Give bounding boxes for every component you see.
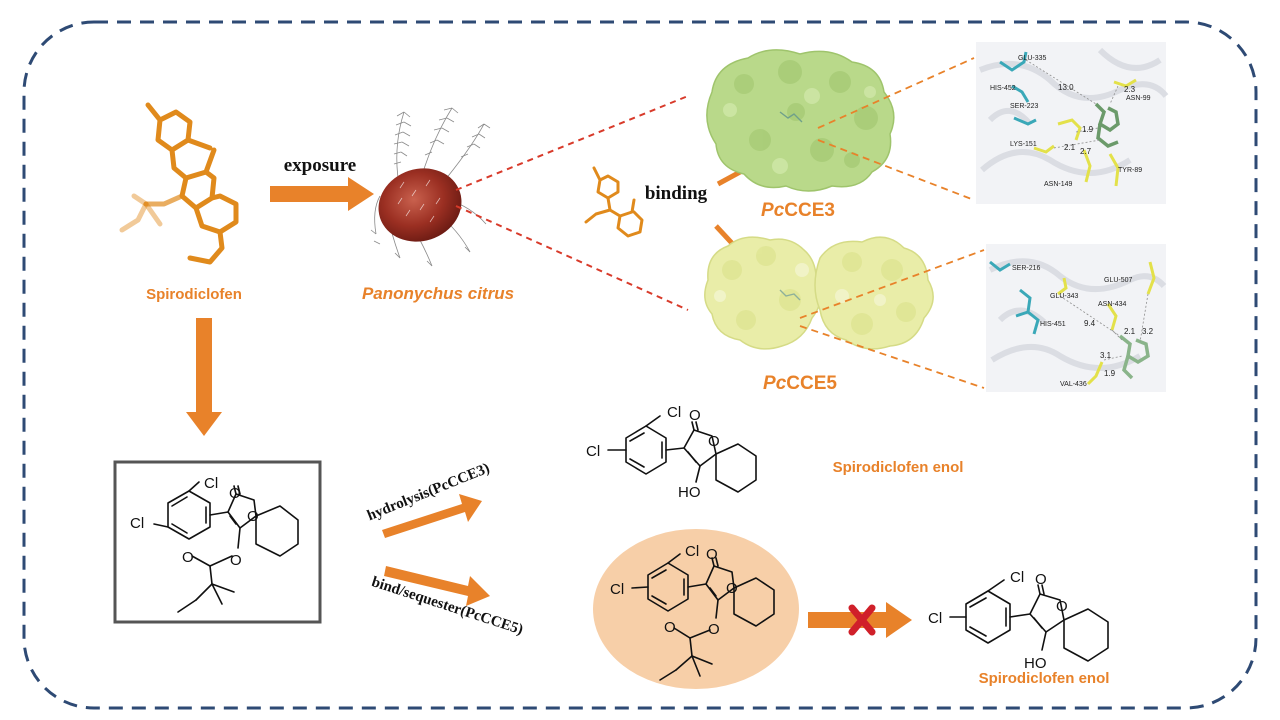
svg-text:SER-223: SER-223 [1010, 103, 1039, 110]
exposure-label: exposure [284, 155, 356, 176]
svg-text:13.0: 13.0 [1058, 83, 1074, 92]
species-label: Panonychus citrus [362, 284, 514, 303]
svg-text:ASN-149: ASN-149 [1044, 181, 1073, 188]
svg-text:LYS-151: LYS-151 [1010, 141, 1037, 148]
leader-line-mite-bottom [455, 205, 689, 311]
enol-label-top: Spirodiclofen enol [833, 459, 964, 476]
leader-cce5-top [799, 249, 985, 319]
pccce5-protein-surface [704, 236, 934, 350]
pccce3-protein-surface [706, 49, 895, 192]
enol-structure-top [607, 415, 757, 493]
hydrolysis-label: hydrolysis(PcCCE3) [365, 460, 492, 524]
svg-text:GLU-335: GLU-335 [1018, 55, 1047, 62]
svg-text:HO: HO [1024, 655, 1047, 672]
svg-text:1.9: 1.9 [1082, 125, 1094, 134]
svg-text:ASN-434: ASN-434 [1098, 301, 1127, 308]
svg-text:O: O [664, 619, 676, 636]
svg-text:VAL-436: VAL-436 [1060, 381, 1087, 388]
svg-text:Cl: Cl [1010, 569, 1024, 586]
leader-cce5-bottom [799, 325, 985, 389]
svg-text:O: O [708, 433, 720, 450]
svg-text:HO: HO [678, 484, 701, 501]
svg-text:1.9: 1.9 [1104, 369, 1116, 378]
svg-text:3.1: 3.1 [1100, 351, 1112, 360]
svg-text:O: O [229, 485, 241, 502]
pccce3-binding-site-panel: GLU-335 HIS-452 SER-223 LYS-151 ASN-149 … [976, 42, 1169, 204]
svg-text:O: O [1056, 598, 1068, 615]
pccce5-binding-site-panel: SER-216 GLU-343 HIS-451 GLU-507 ASN-434 … [986, 244, 1167, 392]
blocked-x-icon [848, 604, 876, 636]
spirodiclofen-label: Spirodiclofen [146, 286, 242, 303]
mite-illustration [370, 107, 491, 267]
leader-line-mite-top [455, 95, 689, 191]
hydrolysis-arrow [382, 494, 482, 538]
svg-text:9.4: 9.4 [1084, 319, 1096, 328]
svg-text:O: O [706, 546, 718, 563]
svg-text:2.7: 2.7 [1080, 147, 1092, 156]
spirodiclofen-structure-box [113, 460, 322, 624]
svg-text:2.1: 2.1 [1124, 327, 1136, 336]
svg-text:2.3: 2.3 [1124, 85, 1136, 94]
svg-text:O: O [1035, 571, 1047, 588]
svg-text:HIS-451: HIS-451 [1040, 321, 1066, 328]
svg-text:O: O [689, 407, 701, 424]
svg-text:Cl: Cl [685, 543, 699, 560]
leader-cce3-top [817, 57, 975, 129]
outer-dashed-border [22, 20, 1258, 710]
svg-text:GLU-507: GLU-507 [1104, 277, 1133, 284]
svg-text:O: O [726, 580, 738, 597]
svg-text:SER-216: SER-216 [1012, 265, 1041, 272]
exposure-arrow [270, 177, 374, 211]
svg-text:Cl: Cl [610, 581, 624, 598]
svg-text:O: O [708, 621, 720, 638]
binding-label: binding [645, 183, 708, 204]
svg-text:Cl: Cl [667, 404, 681, 421]
ligand-small-model [584, 166, 644, 238]
svg-text:HIS-452: HIS-452 [990, 85, 1016, 92]
svg-text:O: O [182, 549, 194, 566]
svg-text:ASN-99: ASN-99 [1126, 95, 1151, 102]
svg-text:2.1: 2.1 [1064, 143, 1076, 152]
spirodiclofen-structure [153, 481, 299, 613]
svg-text:O: O [230, 552, 242, 569]
pccce5-label: PcCCE5 [763, 373, 837, 394]
svg-text:3.2: 3.2 [1142, 327, 1154, 336]
pccce3-label: PcCCE3 [761, 200, 835, 221]
sequestered-highlight [593, 529, 799, 689]
svg-text:TYR-89: TYR-89 [1118, 167, 1142, 174]
svg-text:Cl: Cl [586, 443, 600, 460]
svg-text:O: O [247, 508, 259, 525]
svg-text:Cl: Cl [928, 610, 942, 627]
metabolism-down-arrow [186, 318, 222, 436]
svg-text:Cl: Cl [204, 475, 218, 492]
sequestered-spirodiclofen-structure [631, 553, 775, 681]
svg-text:Cl: Cl [130, 515, 144, 532]
sequester-arrow [384, 566, 490, 606]
enol-label-bottom: Spirodiclofen enol [979, 670, 1110, 687]
enol-structure-bottom [949, 579, 1109, 662]
spirodiclofen-3d-model [119, 102, 239, 265]
svg-text:GLU-343: GLU-343 [1050, 293, 1079, 300]
leader-cce3-bottom [817, 139, 975, 201]
